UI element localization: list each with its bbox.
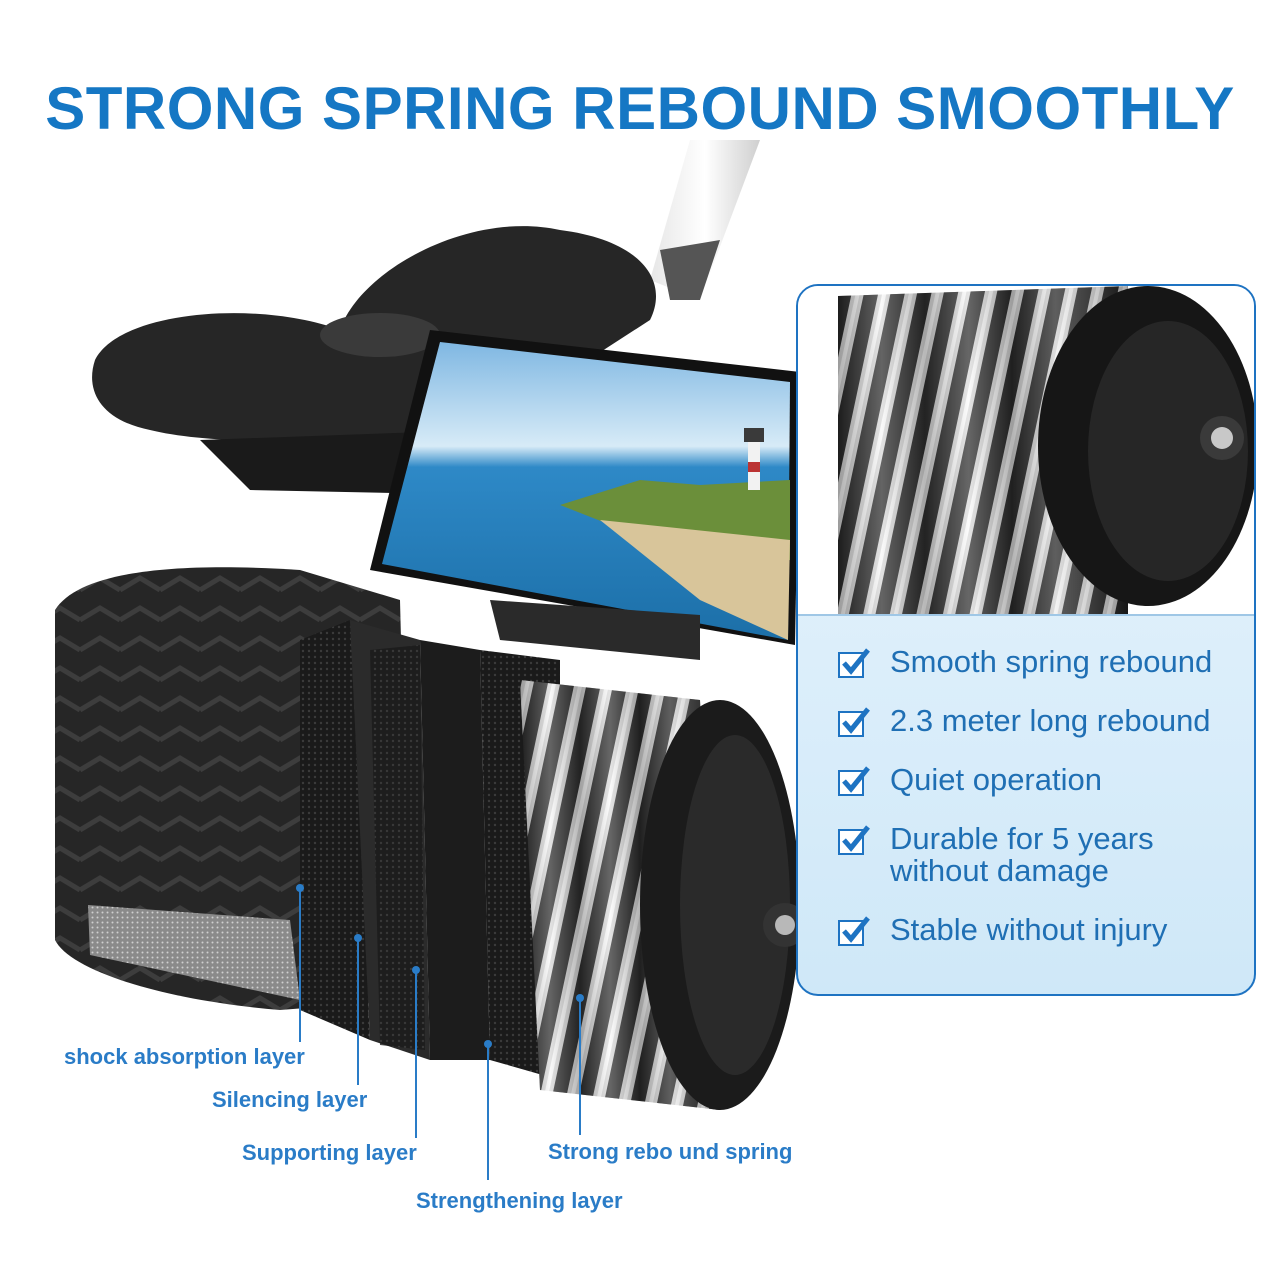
spring-closeup-image bbox=[798, 286, 1254, 614]
callout-silencing-layer: Silencing layer bbox=[212, 1087, 368, 1112]
feature-label: Stable without injury bbox=[890, 912, 1168, 947]
page-title: STRONG SPRING REBOUND SMOOTHLY bbox=[45, 75, 1235, 142]
checkbox-checked-icon bbox=[838, 916, 870, 946]
checkbox-checked-icon bbox=[838, 825, 870, 855]
callout-strengthening-layer: Strengthening layer bbox=[416, 1188, 623, 1213]
feature-list: Smooth spring rebound 2.3 meter long reb… bbox=[838, 646, 1238, 973]
list-item: 2.3 meter long rebound bbox=[838, 705, 1238, 737]
callout-supporting-layer: Supporting layer bbox=[242, 1140, 417, 1165]
callout-rebound-spring: Strong rebo und spring bbox=[548, 1139, 793, 1164]
list-item: Durable for 5 years without damage bbox=[838, 823, 1238, 887]
callout-shock-absorption-layer: shock absorption layer bbox=[64, 1044, 305, 1069]
feature-label: Durable for 5 years without damage bbox=[890, 821, 1154, 888]
list-item: Smooth spring rebound bbox=[838, 646, 1238, 678]
feature-label: 2.3 meter long rebound bbox=[890, 703, 1211, 738]
list-item: Stable without injury bbox=[838, 914, 1238, 946]
checkbox-checked-icon bbox=[838, 707, 870, 737]
checkbox-checked-icon bbox=[838, 766, 870, 796]
panel-divider bbox=[798, 614, 1254, 616]
feature-panel: Smooth spring rebound 2.3 meter long reb… bbox=[796, 284, 1256, 996]
checkbox-checked-icon bbox=[838, 648, 870, 678]
feature-label: Smooth spring rebound bbox=[890, 644, 1213, 679]
list-item: Quiet operation bbox=[838, 764, 1238, 796]
feature-label: Quiet operation bbox=[890, 762, 1102, 797]
